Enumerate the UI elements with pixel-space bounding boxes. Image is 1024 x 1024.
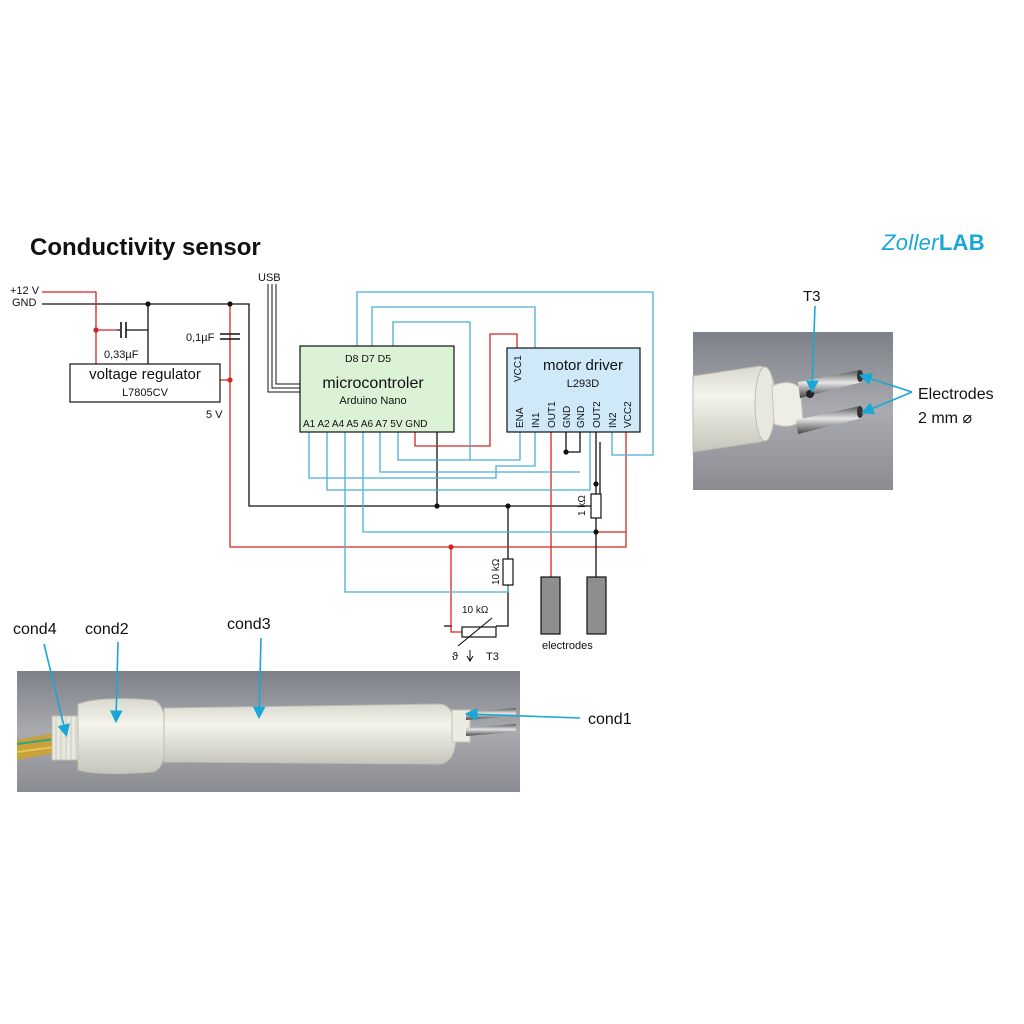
motor-driver-box [506, 347, 641, 433]
photo-label-cond4: cond4 [13, 621, 57, 638]
resistor-1k [590, 493, 602, 519]
driver-pin-out2: OUT2 [592, 401, 603, 428]
logo-part-zoller: Zoller [882, 230, 939, 255]
photo-label-cond1: cond1 [588, 711, 632, 728]
capacitor-regulator [117, 322, 148, 338]
ntc-value-label: 10 kΩ [462, 605, 489, 616]
electrodes-label: electrodes [542, 640, 593, 652]
wires-black [42, 303, 601, 627]
driver-vcc1: VCC1 [513, 355, 524, 382]
capacitor-5v [220, 333, 240, 340]
wires-blue [308, 291, 654, 593]
voltage-regulator-part: L7805CV [122, 387, 169, 399]
photo-label-cond2: cond2 [85, 621, 129, 638]
page-title: Conductivity sensor [30, 234, 261, 261]
driver-pin-gnd-b: GND [576, 406, 587, 428]
usb-cable [267, 284, 300, 393]
micro-name: microcontroler [322, 375, 424, 392]
electrode-right [586, 576, 607, 635]
driver-pin-ena: ENA [515, 407, 526, 428]
label-cap-01uf: 0,1µF [186, 332, 215, 344]
logo-part-lab: LAB [938, 230, 985, 255]
photo-label-electrodes: Electrodes [918, 386, 994, 403]
driver-pin-gnd-a: GND [562, 406, 573, 428]
probe-full-photo [16, 671, 520, 792]
micro-bottom-pins: A1 A2 A4 A5 A6 A7 5V GND [303, 419, 428, 430]
driver-pin-in1: IN1 [531, 412, 542, 428]
wires-red [42, 291, 627, 633]
resistor-10k [502, 558, 514, 586]
voltage-regulator-box [69, 363, 221, 403]
label-12v: +12 V [10, 285, 40, 297]
photo-label-cond3: cond3 [227, 616, 271, 633]
voltage-regulator-name: voltage regulator [89, 366, 201, 383]
microcontroller-box [299, 345, 455, 433]
ntc-thermistor [457, 617, 497, 662]
electrode-left [540, 576, 561, 635]
wire-junctions [93, 301, 599, 550]
label-cap-033uf: 0,33µF [104, 349, 139, 361]
micro-part: Arduino Nano [339, 395, 406, 407]
micro-top-pins: D8 D7 D5 [345, 353, 391, 365]
driver-part: L293D [567, 378, 599, 390]
label-usb: USB [258, 272, 281, 284]
driver-pin-vcc2: VCC2 [623, 401, 634, 428]
probe-tip-photo [692, 332, 893, 490]
driver-pin-in2: IN2 [608, 412, 619, 428]
resistor-10k-label: 10 kΩ [491, 558, 502, 585]
driver-pin-labels: ENA IN1 OUT1 GND GND OUT2 IN2 VCC2 [515, 401, 634, 428]
driver-pin-out1: OUT1 [547, 401, 558, 428]
ntc-theta-symbol: ϑ [452, 651, 458, 663]
label-5v: 5 V [206, 409, 223, 421]
resistor-1k-label: 1 kΩ [577, 495, 588, 516]
ntc-name-label: T3 [486, 651, 499, 663]
driver-name: motor driver [543, 357, 623, 374]
label-gnd: GND [12, 297, 37, 309]
photo-label-t3: T3 [803, 288, 821, 305]
photo-label-diameter: 2 mm ⌀ [918, 410, 972, 427]
zollerlab-logo: ZollerLAB [882, 230, 985, 256]
